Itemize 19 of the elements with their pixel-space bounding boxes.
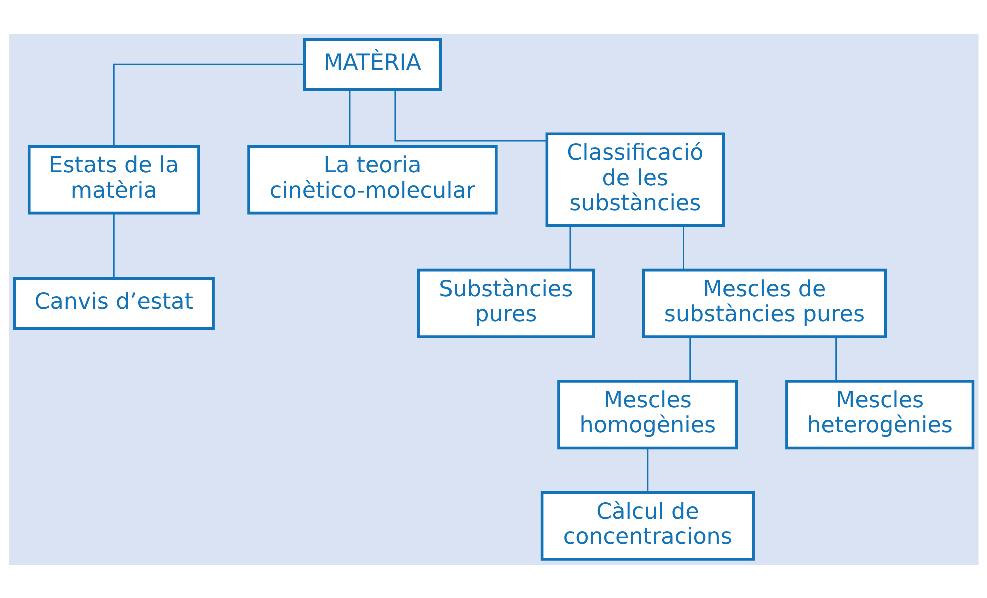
connector xyxy=(348,89,350,146)
node-box: Mescles heterogènies xyxy=(785,380,974,450)
node-box: MATÈRIA xyxy=(302,38,442,90)
node-box: Substàncies pures xyxy=(416,268,595,338)
connector xyxy=(112,63,304,146)
node-box: Classificació de les substàncies xyxy=(545,132,725,227)
connector xyxy=(646,448,648,492)
node-box: Canvis d’estat xyxy=(12,276,214,330)
node-box: Càlcul de concentracions xyxy=(540,490,754,560)
node-box: La teoria cinètico-molecular xyxy=(247,144,498,214)
connector xyxy=(112,213,114,278)
connector xyxy=(682,226,684,270)
connector xyxy=(569,226,571,270)
connector xyxy=(394,89,546,142)
node-box: Mescles de substàncies pures xyxy=(642,268,887,338)
connector xyxy=(835,336,836,381)
connector xyxy=(689,336,691,381)
node-box: Mescles homogènies xyxy=(557,380,738,450)
node-box: Estats de la matèria xyxy=(27,144,200,214)
